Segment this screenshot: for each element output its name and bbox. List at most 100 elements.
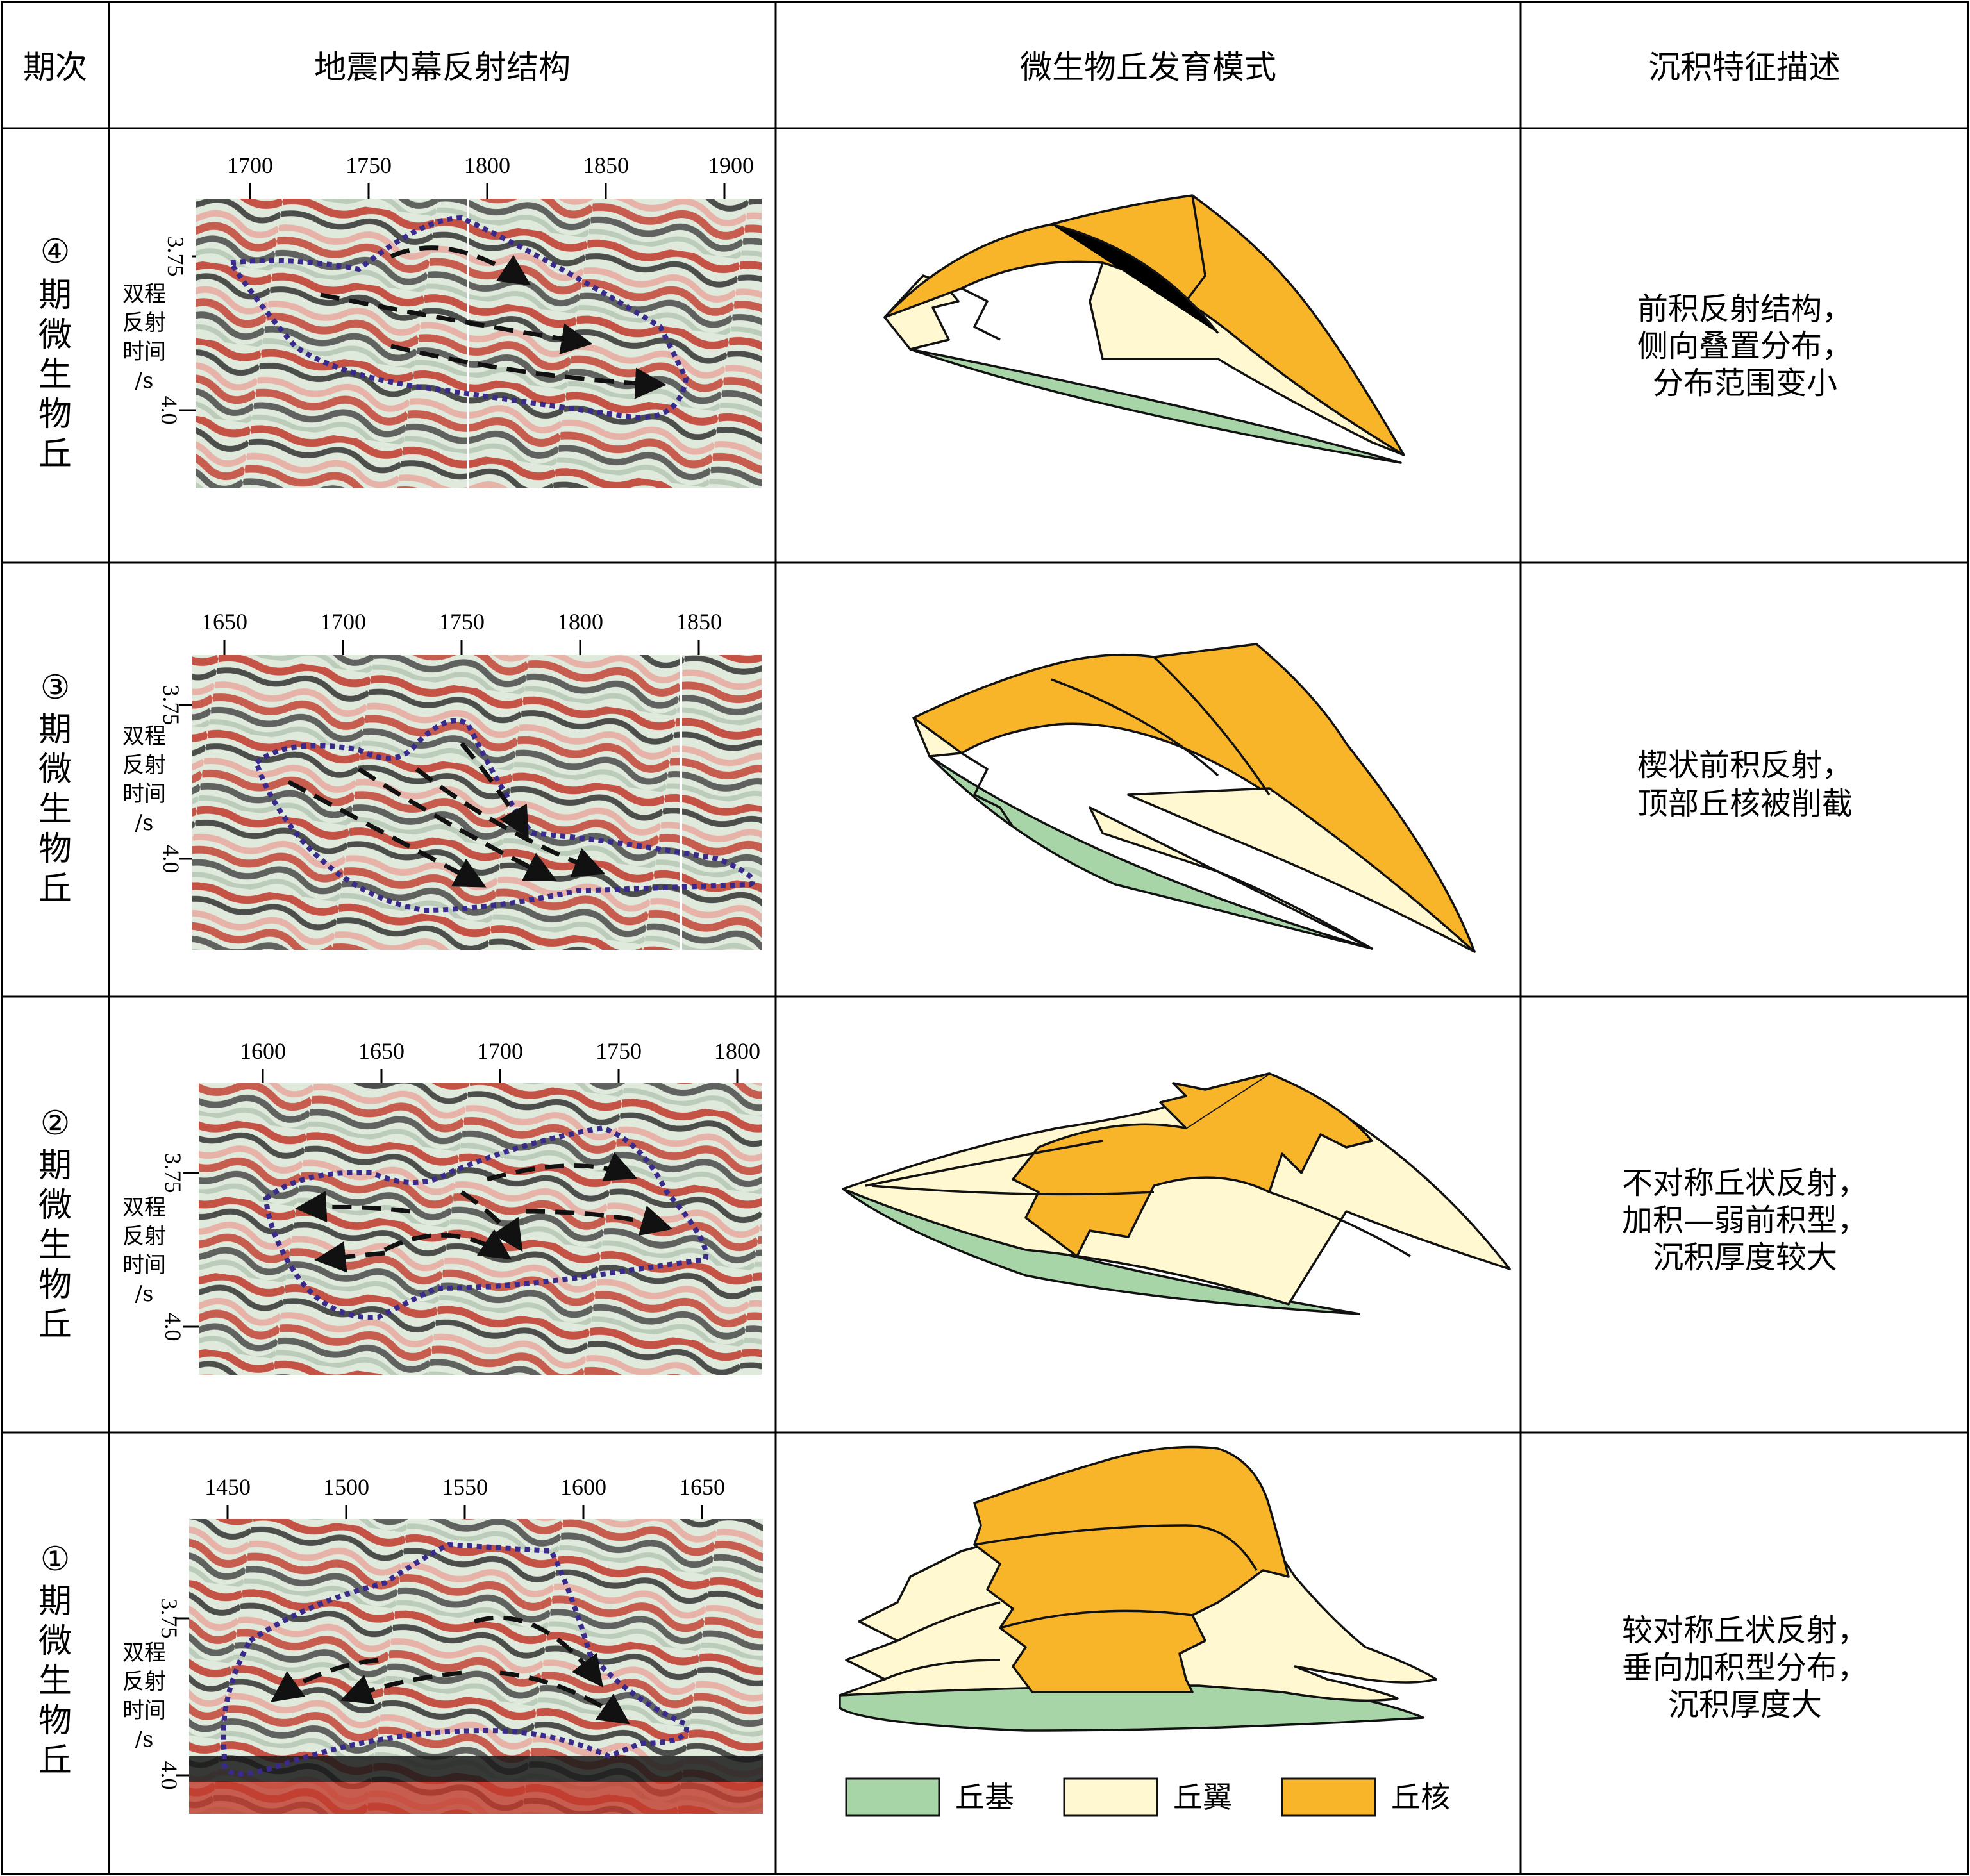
seismic-panel: 1700 1750 1800 1850 1900 3.75 4.0 双程 反射 …: [122, 153, 762, 488]
seismic-panel: 1450 1500 1550 1600 1650 3.75 4.0 双程 反射 …: [122, 1474, 763, 1814]
legend-label-base: 丘基: [955, 1780, 1014, 1814]
x-tick-label: 1750: [438, 609, 485, 635]
svg-text:双程: 双程: [122, 281, 166, 307]
x-tick-label: 1550: [442, 1474, 488, 1500]
seismic-image: [192, 655, 762, 950]
svg-text:/s: /s: [135, 368, 154, 394]
svg-text:生: 生: [38, 356, 72, 394]
phase-label: ③ 期 微 生 物 丘: [38, 668, 72, 908]
svg-text:反射: 反射: [122, 752, 166, 778]
svg-text:双程: 双程: [122, 724, 166, 749]
svg-text:物: 物: [38, 1266, 72, 1304]
header-seismic: 地震内幕反射结构: [314, 49, 571, 86]
svg-text:物: 物: [38, 395, 72, 434]
svg-text:侧向叠置分布，: 侧向叠置分布，: [1637, 328, 1853, 364]
y-tick-label: 4.0: [156, 396, 182, 425]
mound-outline: [263, 1125, 709, 1320]
legend-label-core: 丘核: [1391, 1780, 1450, 1814]
svg-text:沉积厚度较大: 沉积厚度较大: [1653, 1240, 1837, 1275]
svg-text:丘: 丘: [38, 1306, 72, 1344]
x-tick-label: 1750: [346, 153, 392, 178]
row-phase-2: ② 期 微 生 物 丘 1600 1650 1700 1750 1800 3.7…: [38, 1038, 1868, 1375]
row-phase-1: ① 期 微 生 物 丘 1450 1500 1550 1600 1650 3.7…: [38, 1445, 1868, 1814]
mound-model: [842, 1072, 1511, 1315]
svg-text:生: 生: [38, 1226, 72, 1265]
x-tick-label: 1500: [323, 1474, 369, 1500]
description: 前积反射结构， 侧向叠置分布， 分布范围变小: [1637, 291, 1853, 401]
y-tick-label: 3.75: [156, 1598, 182, 1639]
y-axis-label: 双程 反射 时间 /s: [122, 281, 166, 394]
description: 楔状前积反射， 顶部丘核被削截: [1637, 747, 1853, 822]
mound-wing: [1127, 787, 1476, 953]
mound-outline: [253, 718, 756, 913]
svg-text:丘: 丘: [38, 435, 72, 474]
x-tick-label: 1900: [708, 153, 754, 178]
header-phase: 期次: [23, 49, 87, 86]
x-tick-label: 1600: [560, 1474, 606, 1500]
svg-text:反射: 反射: [122, 310, 166, 336]
svg-text:物: 物: [38, 1702, 72, 1740]
mound-core: [1012, 1072, 1373, 1258]
mound-outline: [226, 215, 689, 420]
y-tick-label: 3.75: [158, 685, 184, 726]
svg-text:期: 期: [38, 1582, 72, 1621]
seismic-image: [196, 199, 762, 488]
x-tick-label: 1850: [676, 609, 722, 635]
svg-text:不对称丘状反射，: 不对称丘状反射，: [1622, 1165, 1868, 1201]
legend-swatch-wing: [1063, 1777, 1158, 1817]
x-tick-label: 1600: [240, 1038, 286, 1064]
svg-text:④: ④: [40, 233, 71, 271]
svg-text:期: 期: [38, 711, 72, 749]
flow-arrows: [295, 1152, 673, 1273]
svg-text:时间: 时间: [122, 1698, 166, 1723]
x-tick-label: 1800: [557, 609, 603, 635]
svg-text:分布范围变小: 分布范围变小: [1653, 365, 1837, 401]
svg-text:加积—弱前积型，: 加积—弱前积型，: [1622, 1202, 1868, 1238]
svg-text:物: 物: [38, 830, 72, 868]
header-model: 微生物丘发育模式: [1020, 49, 1276, 86]
y-tick-label: 4.0: [158, 845, 184, 874]
y-tick-label: 3.75: [163, 237, 188, 277]
row-phase-3: ③ 期 微 生 物 丘 1650 1700 1750 1800 1850 3.7…: [38, 609, 1853, 953]
y-tick-label: 4.0: [156, 1761, 182, 1790]
y-axis-label: 双程 反射 时间 /s: [122, 1195, 166, 1307]
svg-text:较对称丘状反射，: 较对称丘状反射，: [1622, 1613, 1868, 1648]
svg-text:丘: 丘: [38, 870, 72, 908]
legend-swatch-core: [1281, 1777, 1376, 1817]
x-tick-label: 1450: [205, 1474, 251, 1500]
x-tick-label: 1800: [714, 1038, 760, 1064]
x-ticks: [183, 1069, 739, 1328]
description: 不对称丘状反射， 加积—弱前积型， 沉积厚度较大: [1622, 1165, 1868, 1275]
phase-label: ② 期 微 生 物 丘: [38, 1104, 72, 1344]
legend: 丘基 丘翼 丘核: [845, 1777, 1450, 1817]
svg-text:/s: /s: [135, 1727, 154, 1752]
svg-text:生: 生: [38, 790, 72, 829]
flow-arrows: [271, 1615, 631, 1725]
mound-outline: [221, 1541, 690, 1777]
mound-model: [883, 194, 1405, 464]
svg-text:垂向加积型分布，: 垂向加积型分布，: [1622, 1650, 1868, 1686]
table-header: 期次 地震内幕反射结构 微生物丘发育模式 沉积特征描述: [23, 49, 1841, 86]
mound-base: [909, 348, 1402, 464]
svg-text:微: 微: [38, 1186, 72, 1225]
x-ticks: [179, 640, 700, 860]
x-tick-label: 1750: [596, 1038, 642, 1064]
phase-label: ① 期 微 生 物 丘: [38, 1540, 72, 1780]
svg-text:时间: 时间: [122, 339, 166, 365]
svg-text:③: ③: [40, 668, 71, 707]
svg-text:微: 微: [38, 316, 72, 354]
x-tick-label: 1700: [227, 153, 273, 178]
legend-swatch-base: [845, 1777, 940, 1817]
mound-core: [973, 1445, 1290, 1693]
mound-model: [912, 643, 1476, 953]
svg-text:丘: 丘: [38, 1741, 72, 1780]
svg-text:②: ②: [40, 1104, 71, 1143]
svg-text:/s: /s: [135, 810, 154, 836]
x-tick-label: 1700: [320, 609, 366, 635]
y-axis-label: 双程 反射 时间 /s: [122, 724, 166, 836]
mound-model: [839, 1445, 1437, 1732]
y-tick-label: 3.75: [160, 1153, 186, 1193]
x-tick-label: 1700: [477, 1038, 523, 1064]
